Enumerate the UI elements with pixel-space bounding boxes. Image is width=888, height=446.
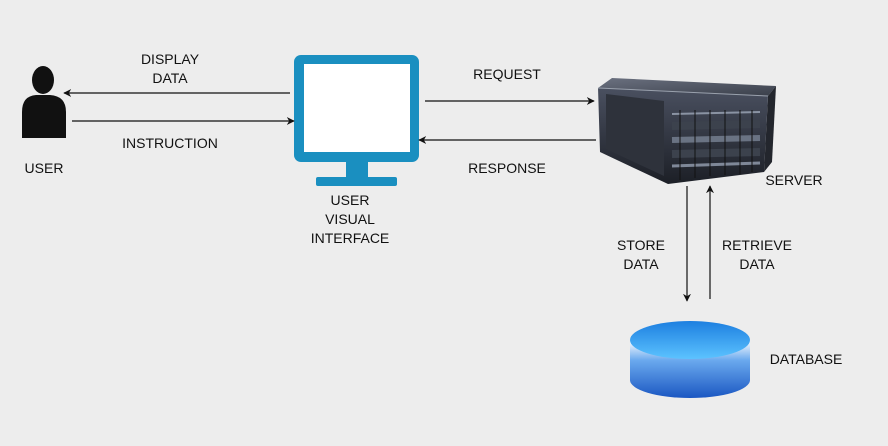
retrieve-data-label: RETRIEVE DATA	[712, 236, 802, 274]
store-data-label-line-1: STORE	[617, 237, 665, 253]
response-label: RESPONSE	[457, 159, 557, 178]
user-label-text: USER	[24, 160, 64, 176]
response-label-text: RESPONSE	[468, 160, 546, 176]
server-drive-bays	[671, 110, 761, 180]
database-label: DATABASE	[758, 350, 854, 369]
server-label-text: SERVER	[765, 172, 823, 188]
interface-label-line-1: USER	[330, 192, 370, 208]
request-label-text: REQUEST	[473, 66, 541, 82]
interface-label-line-2: VISUAL	[325, 211, 375, 227]
store-data-label: STORE DATA	[606, 236, 676, 274]
instruction-label: INSTRUCTION	[110, 134, 230, 153]
user-label: USER	[14, 159, 74, 178]
display-data-label: DISPLAY DATA	[130, 50, 210, 88]
retrieve-data-label-line-2: DATA	[739, 256, 775, 272]
interface-label: USER VISUAL INTERFACE	[305, 191, 395, 248]
user-icon	[22, 66, 66, 138]
interface-label-line-3: INTERFACE	[310, 230, 390, 246]
store-data-label-line-2: DATA	[623, 256, 659, 272]
server-icon	[597, 78, 776, 184]
display-data-label-line-2: DATA	[152, 70, 188, 86]
display-data-label-line-1: DISPLAY	[140, 51, 200, 67]
database-icon	[630, 321, 750, 398]
instruction-label-text: INSTRUCTION	[122, 135, 218, 151]
monitor-icon	[294, 55, 419, 186]
server-label: SERVER	[756, 171, 832, 190]
retrieve-data-label-line-1: RETRIEVE	[721, 237, 792, 253]
request-label: REQUEST	[460, 65, 554, 84]
database-label-text: DATABASE	[769, 351, 843, 367]
